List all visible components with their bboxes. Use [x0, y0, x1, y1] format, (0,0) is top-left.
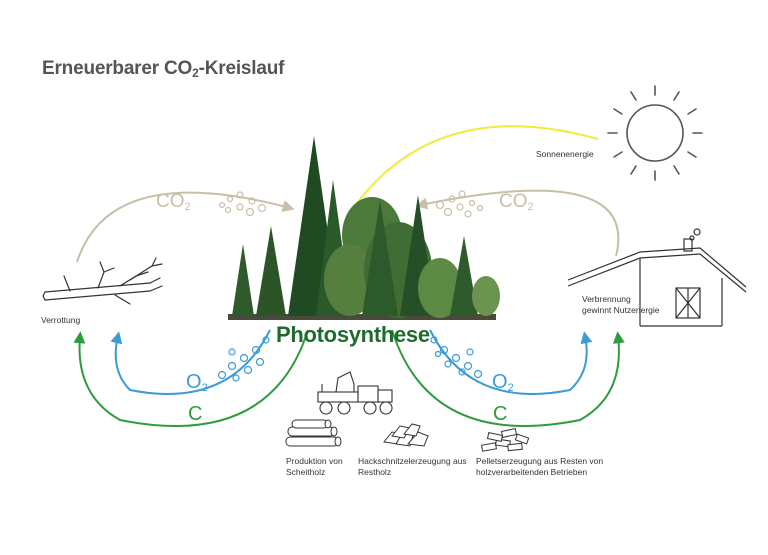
house-icon: [567, 228, 747, 327]
log-production-label: Produktion von Scheitholz: [286, 456, 343, 477]
carbon-left-label: C: [188, 403, 203, 425]
sun-icon: [607, 85, 703, 181]
sun-label: Sonnenenergie: [536, 149, 594, 159]
pellets-label: Pelletserzeugung aus Resten von holzvera…: [476, 456, 604, 477]
co2-arc-right: [415, 189, 620, 257]
co2-right-label: CO2: [499, 191, 534, 213]
page-title: Erneuerbarer CO2-Kreislauf: [42, 58, 285, 80]
dead-tree-icon: [42, 257, 163, 305]
o2-bubbles-right: [430, 336, 483, 379]
co2-bubbles-left: [218, 191, 267, 217]
co2-arc-left: [76, 191, 295, 263]
o2-left-label: O2: [186, 371, 208, 394]
forest-icon: [228, 136, 500, 320]
o2-right-label: O2: [492, 371, 514, 394]
rot-label: Verrottung: [41, 315, 81, 325]
co2-bubbles-right: [435, 190, 484, 218]
logs-icon: [285, 419, 342, 447]
pellets-icon: [481, 428, 530, 452]
o2-arc-left: [110, 329, 271, 395]
carbon-arc-left: [73, 329, 309, 427]
sun-ray-line: [356, 125, 599, 204]
o2-arc-right: [429, 329, 593, 395]
burn-label: Verbrennung gewinnt Nutzenergie: [582, 294, 660, 315]
wood-chips-icon: [383, 423, 429, 447]
carbon-arc-right: [391, 329, 625, 427]
photosynthesis-label: Photosynthese: [276, 322, 430, 347]
carbon-right-label: C: [493, 403, 508, 425]
co2-left-label: CO2: [156, 191, 191, 213]
o2-bubbles-left: [217, 336, 270, 382]
wood-chips-label: Hackschnitzelerzeugung aus Restholz: [358, 456, 467, 477]
forwarder-icon: [317, 371, 393, 415]
